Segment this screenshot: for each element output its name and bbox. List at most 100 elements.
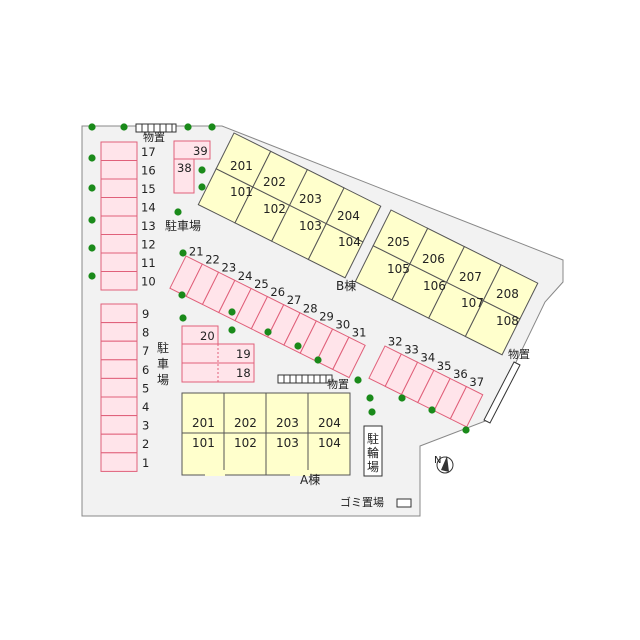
parking-slot-label: 19 [236,347,251,361]
svg-text:駐車場: 駐車場 [157,340,169,387]
parking-slot-label: 26 [270,285,285,299]
parking-slot-label: 14 [141,201,156,215]
north-label: N [434,455,441,466]
parking-slot-label: 8 [142,326,149,340]
parking-slot [100,178,138,198]
tree-icon [120,123,128,131]
parking-slot [100,252,138,272]
parking-slot-label: 35 [437,359,452,373]
tree-icon [88,272,96,280]
parking-slot-label: 25 [254,277,269,291]
parking-slot-label: 23 [222,261,237,275]
trees [88,123,470,434]
parking-top-pair [173,140,211,194]
room-label: 204 [318,416,341,430]
tree-icon [398,394,406,402]
parking-slot-label: 22 [205,253,220,267]
tree-icon [354,376,362,384]
parking-slot [100,340,138,361]
parking-slot [100,215,138,235]
room-label: 203 [299,192,322,206]
parking-slot-label: 34 [421,351,436,365]
parking-slot-label: 33 [404,343,419,357]
parking-slot-label: 37 [469,375,484,389]
tree-icon [366,394,374,402]
building-b-east-labels: 205 206 207 208 105 106 107 108 [387,235,519,328]
tree-icon [428,406,436,414]
parking-diagonal-row [169,255,366,379]
parking-slot-label: 21 [189,245,204,259]
parking-slot-label: 9 [142,307,149,321]
parking-slot [100,141,138,161]
parking-slot-label: 6 [142,363,149,377]
bicycle-parking [363,425,383,477]
storage-shed-east [483,361,521,424]
storage-middle-label: 物置 [327,377,349,391]
parking-slot [449,385,484,428]
parking-slot [100,271,138,291]
room-label: 102 [234,436,257,450]
building-b-west [197,132,382,279]
tree-icon [184,123,192,131]
parking-slot-label: 39 [193,144,208,158]
parking-slot-label: 29 [319,309,334,323]
tree-icon [179,249,187,257]
room-label: 204 [337,209,360,223]
room-label: 208 [496,287,519,301]
parking-east-row [368,345,484,428]
parking-slot-label: 11 [141,256,156,270]
parking-slot [100,415,138,435]
parking-slot-label: 15 [141,182,156,196]
tree-icon [174,208,182,216]
parking-slot-label: 5 [142,381,149,395]
room-label: 202 [234,416,257,430]
room-label: 102 [263,202,286,216]
tree-icon [198,183,206,191]
room-label: 207 [459,270,482,284]
parking-slot-label: 32 [388,335,403,349]
svg-text:駐輪場: 駐輪場 [367,431,379,474]
parking-slot [100,197,138,217]
parking-slot-label: 27 [287,293,302,307]
building-b-east [354,209,539,356]
parking-slot-label: 24 [238,269,253,283]
storage-top-label: 物置 [143,130,165,144]
room-label: 101 [230,185,253,199]
garbage-label: ゴミ置場 [340,495,384,509]
room-label: 106 [423,279,446,293]
parking-slot [100,396,138,417]
tree-icon [368,408,376,416]
tree-icon [208,123,216,131]
tree-icon [264,328,272,336]
parking-slot [100,160,138,180]
parking-slot [100,303,138,324]
parking-slot-label: 1 [142,456,149,470]
tree-icon [314,356,322,364]
parking-slot-label: 4 [142,400,149,414]
room-label: 103 [276,436,299,450]
tree-icon [88,184,96,192]
north-arrow-icon: N [434,455,454,474]
room-label: 107 [461,296,484,310]
tree-icon [88,244,96,252]
room-label: 205 [387,235,410,249]
tree-icon [462,426,470,434]
parking-slot-label: 7 [142,344,149,358]
storage-shed-top [135,123,177,133]
parking-middle-label: 駐車場 [157,340,169,387]
parking-slot-label: 12 [141,238,156,252]
parking-slot-label: 3 [142,419,149,433]
parking-slot-label: 2 [142,437,149,451]
tree-icon [88,216,96,224]
room-label: 201 [192,416,215,430]
parking-slot-label: 10 [141,275,156,289]
bicycle-label: 駐輪場 [367,431,379,474]
storage-shed-top-slats [141,124,173,132]
room-label: 103 [299,219,322,233]
room-label: 104 [338,235,361,249]
room-label: 206 [422,252,445,266]
parking-slot [100,234,138,254]
tree-icon [198,166,206,174]
